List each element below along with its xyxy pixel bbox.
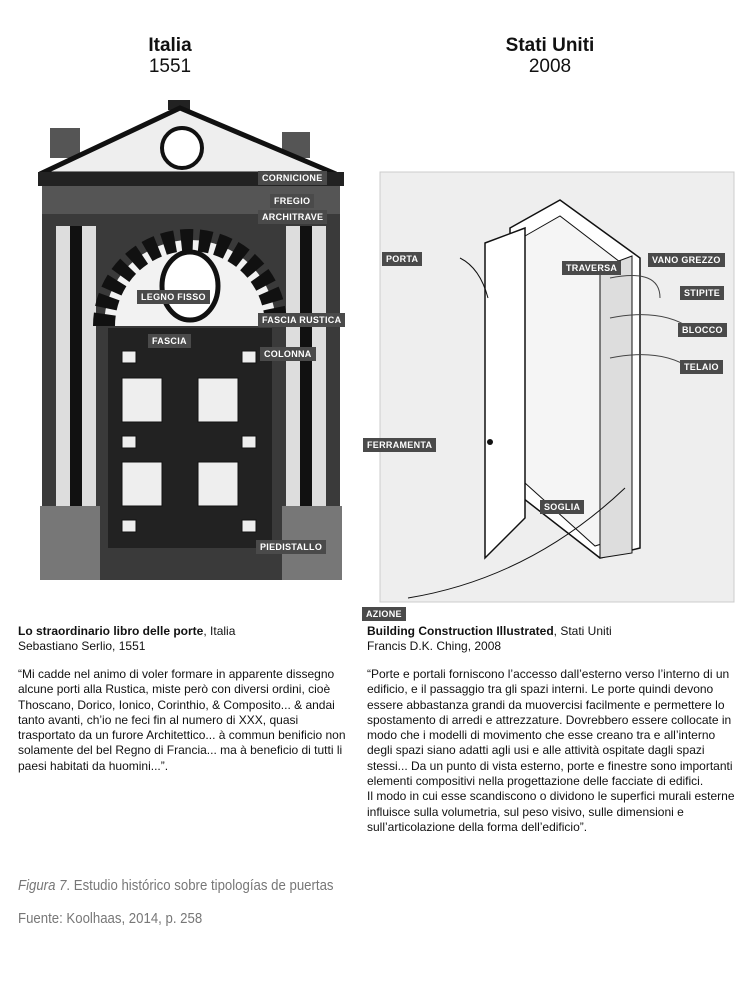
label-legno-fisso: LEGNO FISSO [137, 290, 210, 304]
label-stipite: STIPITE [680, 286, 725, 300]
label-blocco: BLOCCO [678, 323, 727, 337]
label-azione: AZIONE [362, 607, 406, 621]
label-colonna: COLONNA [260, 347, 316, 361]
right-caption: Building Construction Illustrated, Stati… [367, 624, 737, 835]
left-caption: Lo straordinario libro delle porte, Ital… [18, 624, 353, 774]
label-cornicione: CORNICIONE [258, 171, 327, 185]
left-author: Sebastiano Serlio, 1551 [18, 639, 146, 653]
left-place: , Italia [203, 624, 236, 638]
right-book-title: Building Construction Illustrated [367, 624, 554, 638]
figure-caption-text: . Estudio histórico sobre tipologías de … [66, 877, 334, 894]
label-fascia: FASCIA [148, 334, 191, 348]
renaissance-portal-illustration [38, 100, 344, 580]
label-vano-grezzo: VANO GREZZO [648, 253, 725, 267]
right-country: Stati Uniti [505, 35, 595, 56]
left-year: 1551 [148, 56, 192, 77]
right-author: Francis D.K. Ching, 2008 [367, 639, 502, 653]
label-ferramenta: FERRAMENTA [363, 438, 437, 452]
label-porta: PORTA [382, 252, 423, 266]
left-country: Italia [148, 35, 192, 56]
label-architrave: ARCHITRAVE [258, 210, 328, 224]
left-book-title: Lo straordinario libro delle porte [18, 624, 204, 638]
label-fregio: FREGIO [270, 194, 315, 208]
label-piedistallo: PIEDISTALLO [256, 540, 327, 554]
right-header: Stati Uniti 2008 [450, 35, 650, 77]
door-construction-illustration [379, 171, 735, 603]
label-telaio: TELAIO [680, 360, 723, 374]
left-header: Italia 1551 [70, 35, 270, 77]
figure-source: Fuente: Koolhaas, 2014, p. 258 [18, 910, 203, 927]
left-quote: “Mi cadde nel animo di voler formare in … [18, 667, 346, 773]
label-soglia: SOGLIA [540, 500, 585, 514]
right-year: 2008 [528, 56, 572, 77]
figure-caption: Figura 7. Estudio histórico sobre tipolo… [18, 877, 334, 894]
label-traversa: TRAVERSA [562, 261, 622, 275]
right-place: , Stati Uniti [553, 624, 612, 638]
right-quote: “Porte e portali forniscono l’accesso da… [367, 667, 735, 834]
label-fascia-rustica: FASCIA RUSTICA [258, 313, 346, 327]
figure-label: Figura 7 [18, 877, 67, 894]
